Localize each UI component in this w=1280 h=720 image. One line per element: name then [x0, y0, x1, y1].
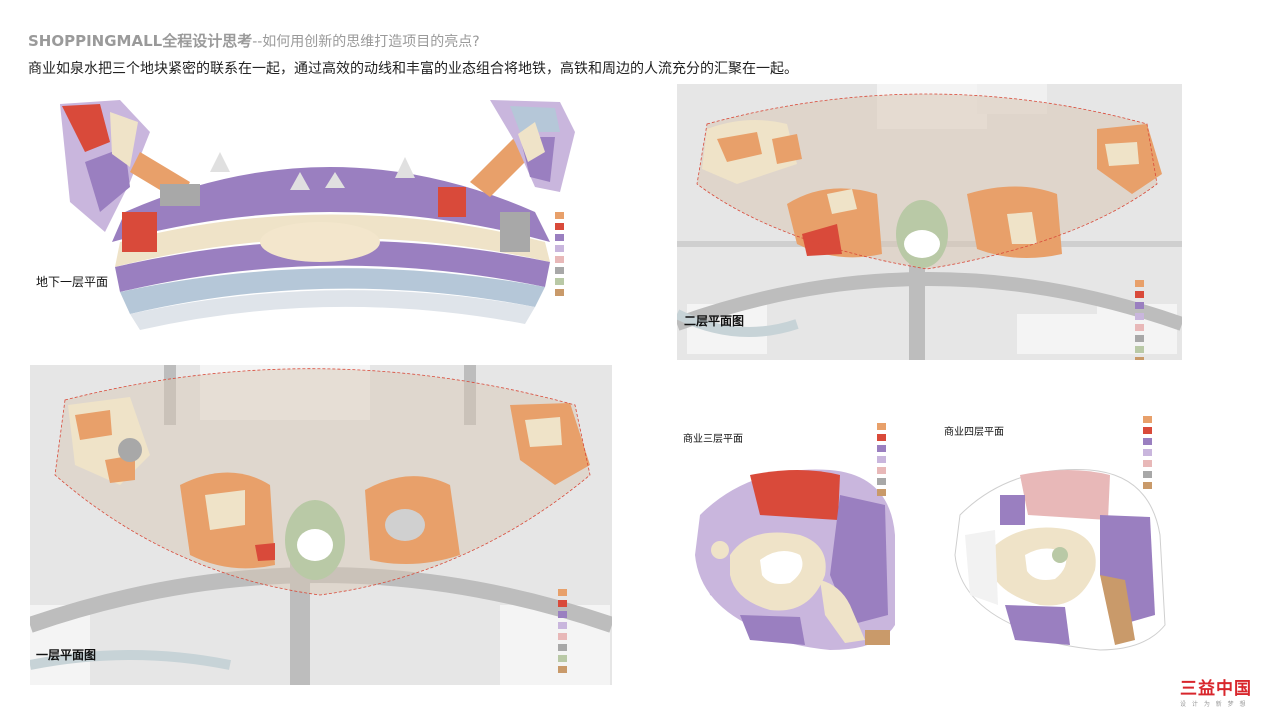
- plan-l3-drawing: [695, 469, 895, 650]
- logo-text: 三益中国: [1180, 679, 1252, 699]
- plan-l2-label: 二层平面图: [684, 314, 745, 328]
- page-title: SHOPPINGMALL全程设计思考--如何用创新的思维打造项目的亮点?: [28, 30, 480, 51]
- plan-b1-label: 地下一层平面: [36, 275, 109, 289]
- plan-l3-panel: [690, 455, 920, 655]
- plan-b1-legend: [555, 210, 568, 298]
- title-sub: --如何用创新的思维打造项目的亮点?: [252, 34, 480, 50]
- logo-tagline: 设 计 为 新 梦 想: [1180, 701, 1248, 708]
- plan-l1-drawing: [30, 365, 612, 685]
- plan-b1-drawing: [60, 100, 575, 330]
- plan-l4-legend: [1143, 414, 1156, 491]
- plan-l4-drawing: [954, 469, 1166, 651]
- plan-l1-legend: [558, 587, 571, 675]
- plan-l4-label: 商业四层平面: [944, 427, 1004, 438]
- plan-l3-legend: [877, 421, 890, 498]
- plan-l4-panel: [950, 455, 1180, 655]
- plan-l3-label: 商业三层平面: [683, 434, 743, 445]
- plan-l2-legend: [1135, 278, 1148, 360]
- brand-logo: 三益中国 设 计 为 新 梦 想: [1180, 680, 1260, 708]
- plan-b1-panel: [30, 92, 620, 332]
- plan-l1-label: 一层平面图: [36, 648, 97, 662]
- title-main: SHOPPINGMALL全程设计思考: [28, 32, 253, 50]
- page-description: 商业如泉水把三个地块紧密的联系在一起，通过高效的动线和丰富的业态组合将地铁，高铁…: [28, 61, 798, 77]
- plan-l1-panel: [30, 365, 612, 685]
- plan-l2-panel: [677, 84, 1182, 360]
- plan-l2-drawing: [677, 84, 1182, 360]
